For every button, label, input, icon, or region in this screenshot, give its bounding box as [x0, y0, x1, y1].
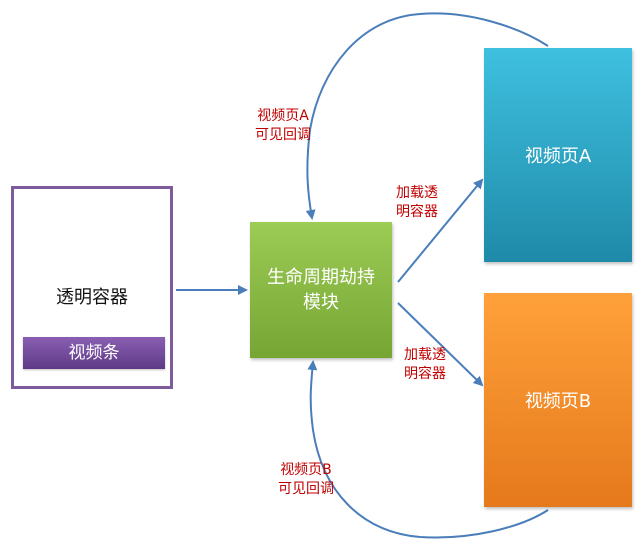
load-a-line-2: 明容器 — [396, 204, 438, 220]
video-page-a: 视频页A — [484, 48, 632, 262]
lifecycle-line-2: 模块 — [303, 292, 339, 313]
load-container-a-label: 加载透 明容器 — [396, 184, 438, 222]
transparent-container: 透明容器 视频条 — [11, 186, 173, 389]
load-b-line-2: 明容器 — [404, 366, 446, 382]
arrow-lifecycle-to-page-a — [397, 178, 484, 283]
callback-a-line-1: 视频页A — [257, 108, 309, 124]
callback-b-line-2: 可见回调 — [278, 481, 334, 497]
load-b-line-1: 加载透 — [404, 347, 446, 363]
video-page-a-label: 视频页A — [524, 146, 592, 167]
transparent-container-title: 透明容器 — [56, 287, 128, 308]
callback-a-label: 视频页A 可见回调 — [255, 107, 311, 145]
lifecycle-line-1: 生命周期劫持 — [267, 267, 375, 288]
load-container-b-label: 加载透 明容器 — [404, 346, 446, 384]
video-page-b: 视频页B — [484, 293, 632, 507]
arrow-page-b-callback — [307, 360, 549, 539]
arrow-lifecycle-to-page-b — [397, 302, 484, 387]
callback-b-line-1: 视频页B — [280, 462, 332, 478]
video-bar: 视频条 — [23, 337, 165, 369]
callback-a-line-2: 可见回调 — [255, 127, 311, 143]
load-a-line-1: 加载透 — [396, 185, 438, 201]
video-page-b-label: 视频页B — [524, 391, 592, 412]
arrow-page-a-callback — [305, 12, 549, 220]
lifecycle-hijack-module: 生命周期劫持 模块 — [250, 222, 392, 358]
callback-b-label: 视频页B 可见回调 — [278, 461, 334, 499]
